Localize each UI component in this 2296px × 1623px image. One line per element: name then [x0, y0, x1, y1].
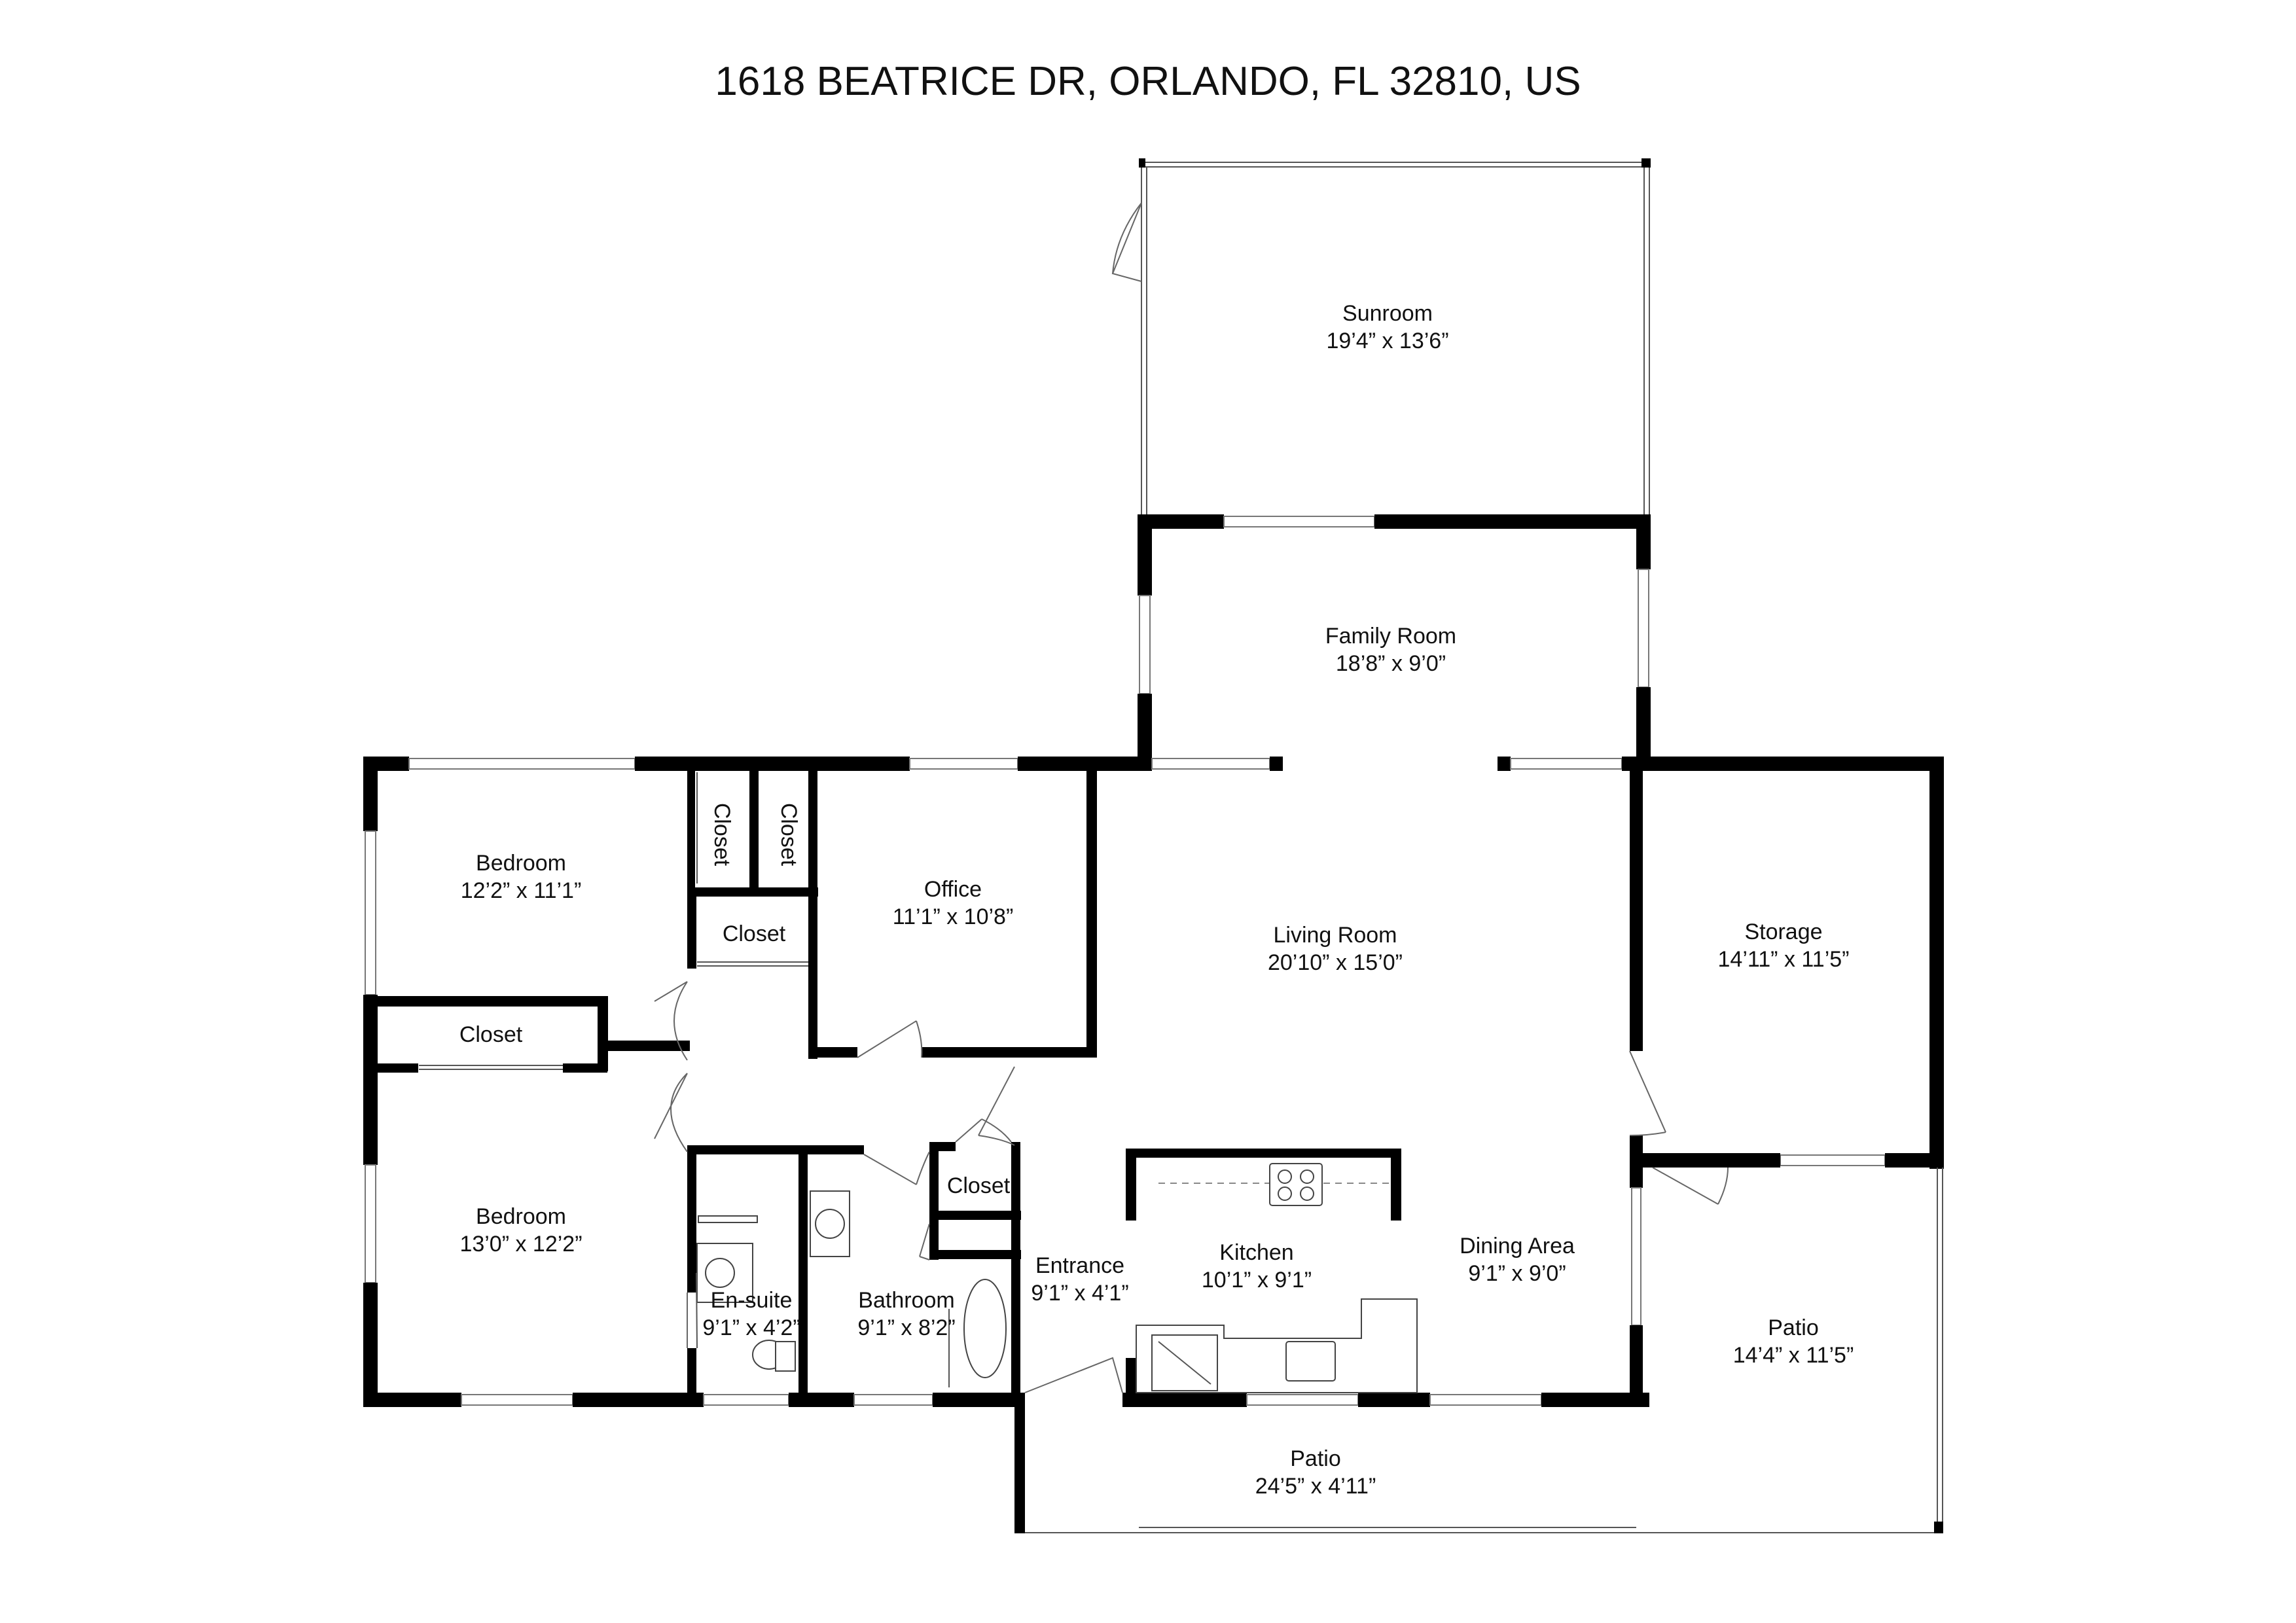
room-label-family-room: Family Room 18’8” x 9’0” — [1325, 624, 1456, 676]
room-label-closet-office: Closet — [723, 921, 786, 946]
room-label-entrance: Entrance 9’1” x 4’1” — [1031, 1253, 1128, 1306]
svg-text:13’0” x 12’2”: 13’0” x 12’2” — [459, 1232, 582, 1257]
svg-text:11’1” x 10’8”: 11’1” x 10’8” — [893, 904, 1014, 929]
room-label-patio-south: Patio 24’5” x 4’11” — [1255, 1446, 1376, 1499]
room-label-closet-vertical-1: Closet — [709, 803, 734, 866]
svg-text:14’4” x 11’5”: 14’4” x 11’5” — [1733, 1343, 1854, 1368]
fixtures — [696, 1163, 1418, 1393]
svg-text:Bedroom: Bedroom — [476, 851, 566, 876]
svg-text:Office: Office — [924, 877, 982, 902]
interior-walls — [378, 771, 1643, 1407]
room-label-bathroom: Bathroom 9’1” x 8’2” — [857, 1288, 955, 1340]
svg-text:Sunroom: Sunroom — [1342, 301, 1433, 326]
svg-text:12’2” x 11’1”: 12’2” x 11’1” — [461, 878, 582, 903]
sunroom-walls — [1111, 158, 1651, 517]
svg-text:En-suite: En-suite — [711, 1288, 793, 1313]
svg-text:Bedroom: Bedroom — [476, 1204, 566, 1229]
svg-text:Dining Area: Dining Area — [1460, 1234, 1575, 1258]
room-label-patio-east: Patio 14’4” x 11’5” — [1733, 1315, 1854, 1368]
room-label-sunroom: Sunroom 19’4” x 13’6” — [1326, 301, 1448, 353]
room-label-storage: Storage 14’11” x 11’5” — [1718, 919, 1850, 972]
patio-outlines — [1014, 1168, 1943, 1533]
svg-text:Family Room: Family Room — [1325, 624, 1456, 649]
svg-text:20’10” x 15’0”: 20’10” x 15’0” — [1268, 950, 1403, 975]
svg-text:9’1” x 8’2”: 9’1” x 8’2” — [857, 1315, 955, 1340]
room-label-en-suite: En-suite 9’1” x 4’2” — [702, 1288, 800, 1340]
svg-text:Patio: Patio — [1290, 1446, 1341, 1471]
room-label-closet-vertical-2: Closet — [776, 803, 801, 866]
svg-text:Storage: Storage — [1744, 919, 1822, 944]
svg-text:14’11” x 11’5”: 14’11” x 11’5” — [1718, 947, 1850, 972]
exterior-walls — [363, 757, 1944, 1407]
svg-text:Bathroom: Bathroom — [858, 1288, 954, 1313]
svg-text:19’4” x 13’6”: 19’4” x 13’6” — [1326, 329, 1448, 353]
door-swings — [654, 981, 1729, 1393]
room-label-kitchen: Kitchen 10’1” x 9’1” — [1202, 1240, 1312, 1293]
svg-text:9’1” x 9’0”: 9’1” x 9’0” — [1468, 1261, 1566, 1286]
svg-text:9’1” x 4’1”: 9’1” x 4’1” — [1031, 1281, 1128, 1306]
room-label-closet-bedroom: Closet — [459, 1022, 523, 1047]
svg-text:Living Room: Living Room — [1274, 923, 1397, 948]
room-label-bedroom-lower: Bedroom 13’0” x 12’2” — [459, 1204, 582, 1257]
svg-text:Closet: Closet — [723, 921, 786, 946]
svg-text:Closet: Closet — [459, 1022, 523, 1047]
svg-text:Closet: Closet — [709, 803, 734, 866]
svg-text:Entrance: Entrance — [1035, 1253, 1124, 1278]
room-label-closet-hall: Closet — [947, 1173, 1011, 1198]
room-label-living-room: Living Room 20’10” x 15’0” — [1268, 923, 1403, 975]
svg-text:18’8” x 9’0”: 18’8” x 9’0” — [1336, 651, 1446, 676]
svg-text:10’1” x 9’1”: 10’1” x 9’1” — [1202, 1268, 1312, 1293]
room-label-bedroom-upper: Bedroom 12’2” x 11’1” — [461, 851, 582, 903]
address-title: 1618 BEATRICE DR, ORLANDO, FL 32810, US — [715, 59, 1581, 104]
svg-text:Patio: Patio — [1768, 1315, 1819, 1340]
family-room-walls — [1138, 514, 1651, 771]
svg-text:Closet: Closet — [776, 803, 801, 866]
svg-text:24’5” x 4’11”: 24’5” x 4’11” — [1255, 1474, 1376, 1499]
svg-text:Closet: Closet — [947, 1173, 1011, 1198]
room-label-office: Office 11’1” x 10’8” — [893, 877, 1014, 929]
room-label-dining-area: Dining Area 9’1” x 9’0” — [1460, 1234, 1575, 1286]
svg-text:Kitchen: Kitchen — [1219, 1240, 1293, 1265]
svg-text:9’1” x 4’2”: 9’1” x 4’2” — [702, 1315, 800, 1340]
